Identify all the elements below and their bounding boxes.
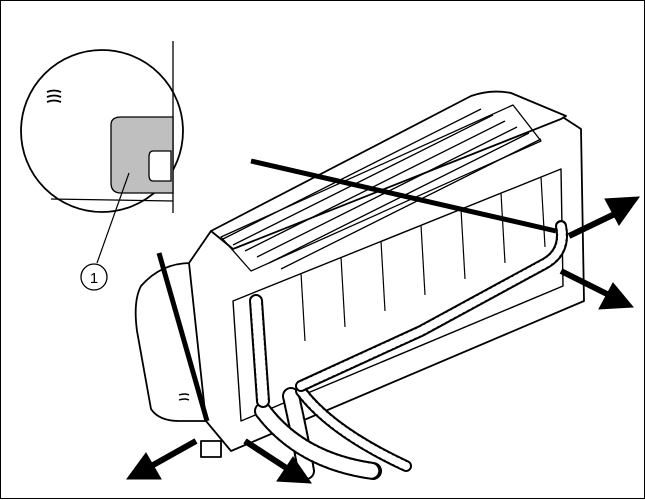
direction-arrows <box>126 196 641 484</box>
callout-number: 1 <box>90 270 98 287</box>
heat-indicator-icon <box>46 89 62 103</box>
direction-arrow-icon <box>567 196 641 239</box>
callout-1: 1 <box>80 263 108 291</box>
louvers <box>300 176 546 342</box>
side-slot-icon <box>178 393 190 401</box>
top-cover <box>210 90 567 250</box>
direction-arrow-icon <box>243 438 312 484</box>
direction-arrow-icon <box>126 438 198 480</box>
cover-notch <box>148 150 172 182</box>
side-panel <box>134 262 207 422</box>
chassis <box>232 168 564 422</box>
refrigerant-hoses <box>249 220 568 480</box>
callout-leader <box>96 172 130 264</box>
direction-arrow-icon <box>559 268 635 310</box>
mount-tab <box>200 440 222 458</box>
indoor-unit <box>134 90 585 458</box>
zoom-lines <box>156 158 557 422</box>
detail-magnifier <box>20 41 184 264</box>
